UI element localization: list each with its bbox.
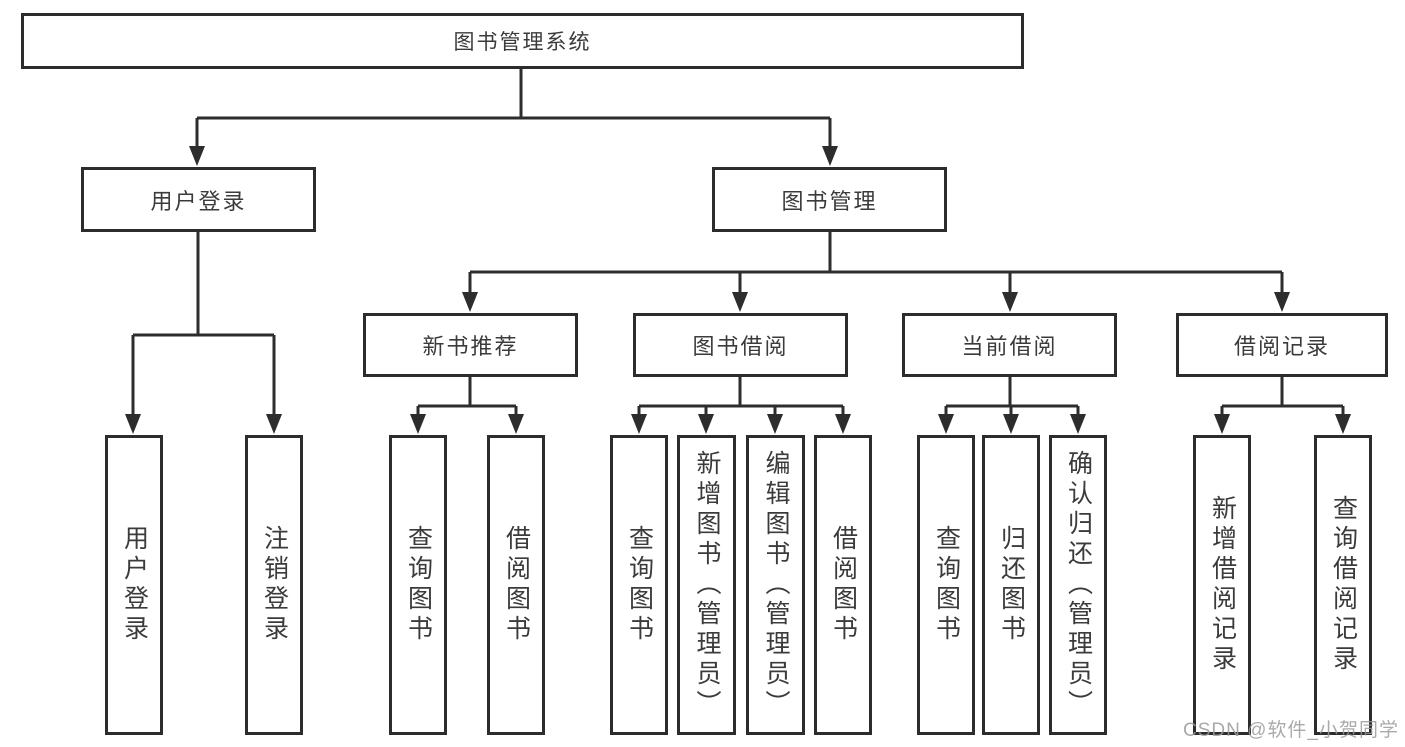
leaf-label: 新增图书（管理员）: [693, 450, 721, 720]
connector-user-login-to-leaves: [125, 232, 282, 434]
leaf-label: 借阅图书: [829, 525, 858, 645]
connector-book-borrowing-to-leaves: [631, 377, 851, 434]
leaf-borrow-books: 借阅图书: [814, 435, 872, 735]
node-book-management-branch: 图书管理: [712, 167, 947, 232]
node-new-book-recommend: 新书推荐: [363, 313, 578, 377]
leaf-query-books-recommend: 查询图书: [389, 435, 447, 735]
leaf-label: 查询借阅记录: [1329, 495, 1358, 675]
leaf-label: 确认归还（管理员）: [1064, 450, 1093, 720]
leaf-label: 编辑图书（管理员）: [762, 450, 790, 720]
node-label: 图书借阅: [692, 334, 789, 359]
connector-current-borrowing-to-leaves: [938, 377, 1086, 434]
leaf-query-books-current: 查询图书: [917, 435, 975, 735]
leaf-add-borrow-record: 新增借阅记录: [1193, 435, 1251, 735]
node-label: 图书管理: [781, 188, 878, 214]
leaf-label: 查询图书: [625, 525, 654, 645]
leaf-label: 注销登录: [260, 525, 289, 645]
node-borrowing-records: 借阅记录: [1176, 313, 1388, 377]
node-current-borrowing: 当前借阅: [902, 313, 1117, 377]
leaf-return-books: 归还图书: [982, 435, 1040, 735]
node-label: 借阅记录: [1233, 334, 1330, 359]
leaf-add-books-admin: 新增图书（管理员）: [677, 435, 736, 735]
leaf-label: 归还图书: [997, 525, 1026, 645]
leaf-confirm-return-admin: 确认归还（管理员）: [1049, 435, 1107, 735]
connector-borrow-records-to-leaves: [1214, 377, 1351, 434]
connector-root-to-level2: [189, 69, 838, 166]
leaf-logout: 注销登录: [245, 435, 303, 735]
node-label: 新书推荐: [422, 334, 519, 359]
node-label: 当前借阅: [961, 334, 1058, 359]
leaf-label: 借阅图书: [502, 525, 531, 645]
node-label: 图书管理系统: [453, 31, 592, 54]
connector-new-books-to-leaves: [410, 377, 524, 434]
connector-book-mgmt-to-level3: [462, 232, 1290, 312]
node-book-borrowing: 图书借阅: [633, 313, 848, 377]
leaf-borrow-books-recommend: 借阅图书: [487, 435, 545, 735]
leaf-label: 用户登录: [120, 525, 149, 645]
leaf-label: 新增借阅记录: [1208, 495, 1237, 675]
watermark: CSDN @软件_小贺同学: [1183, 720, 1399, 741]
leaf-user-login: 用户登录: [105, 435, 163, 735]
node-user-login-branch: 用户登录: [81, 167, 316, 232]
leaf-query-borrow-record: 查询借阅记录: [1314, 435, 1372, 735]
leaf-query-books-borrowing: 查询图书: [610, 435, 668, 735]
node-library-management-system: 图书管理系统: [21, 13, 1024, 69]
leaf-edit-books-admin: 编辑图书（管理员）: [746, 435, 805, 735]
leaf-label: 查询图书: [932, 525, 961, 645]
leaf-label: 查询图书: [404, 525, 433, 645]
node-label: 用户登录: [150, 188, 247, 214]
